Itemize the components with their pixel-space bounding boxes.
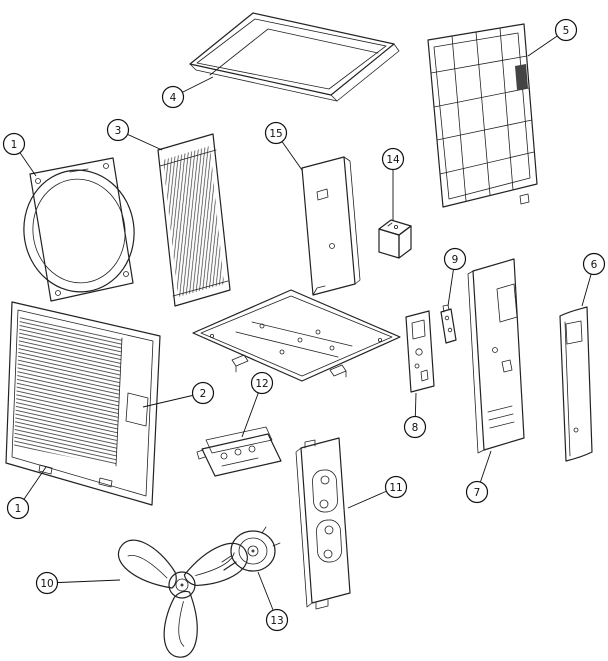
callout-6: 6 xyxy=(581,252,606,307)
part-terminal-block xyxy=(196,426,282,477)
svg-text:6: 6 xyxy=(591,259,598,271)
part-fan-motor xyxy=(221,526,281,572)
part-middle-partition xyxy=(301,156,361,296)
svg-text:5: 5 xyxy=(563,25,570,37)
front-panel-label xyxy=(125,392,149,427)
callout-1-bottom: 1 xyxy=(6,466,47,520)
svg-text:3: 3 xyxy=(115,125,122,137)
part-condenser-coil xyxy=(157,133,231,307)
part-propeller-fan xyxy=(117,539,248,658)
svg-text:15: 15 xyxy=(269,128,282,140)
part-fan-orifice xyxy=(23,157,135,302)
callout-14: 14 xyxy=(381,147,405,220)
part-partition-plate xyxy=(295,437,351,610)
callout-5: 5 xyxy=(527,18,578,57)
callout-12: 12 xyxy=(241,371,274,438)
part-top-cover xyxy=(189,12,400,102)
part-capacitor-box xyxy=(378,219,412,259)
callout-10: 10 xyxy=(35,571,121,595)
callout-2: 2 xyxy=(142,381,215,408)
callout-13: 13 xyxy=(257,571,289,632)
svg-text:9: 9 xyxy=(452,254,459,266)
svg-text:2: 2 xyxy=(200,388,207,400)
svg-text:1: 1 xyxy=(15,503,22,515)
part-side-panel-narrow xyxy=(559,306,593,462)
svg-text:7: 7 xyxy=(474,487,481,499)
callout-4: 4 xyxy=(161,76,214,109)
callout-7: 7 xyxy=(465,450,492,504)
callout-9: 9 xyxy=(443,247,467,307)
part-rear-grille xyxy=(427,23,538,208)
callout-1-top: 1 xyxy=(2,132,37,177)
callout-8: 8 xyxy=(403,392,427,439)
svg-text:4: 4 xyxy=(170,92,177,104)
svg-text:12: 12 xyxy=(255,378,268,390)
svg-text:14: 14 xyxy=(386,154,400,166)
callout-15: 15 xyxy=(264,121,303,171)
svg-text:10: 10 xyxy=(40,578,53,590)
svg-text:11: 11 xyxy=(389,482,402,494)
part-base-pan xyxy=(192,289,401,382)
svg-text:8: 8 xyxy=(412,422,419,434)
svg-text:1: 1 xyxy=(11,139,18,151)
callout-3: 3 xyxy=(106,118,163,151)
callout-11: 11 xyxy=(347,475,408,509)
part-bracket xyxy=(440,304,457,344)
part-control-board xyxy=(405,310,435,393)
part-side-panel xyxy=(467,258,525,454)
svg-text:13: 13 xyxy=(270,615,283,627)
part-front-grille xyxy=(5,301,161,506)
